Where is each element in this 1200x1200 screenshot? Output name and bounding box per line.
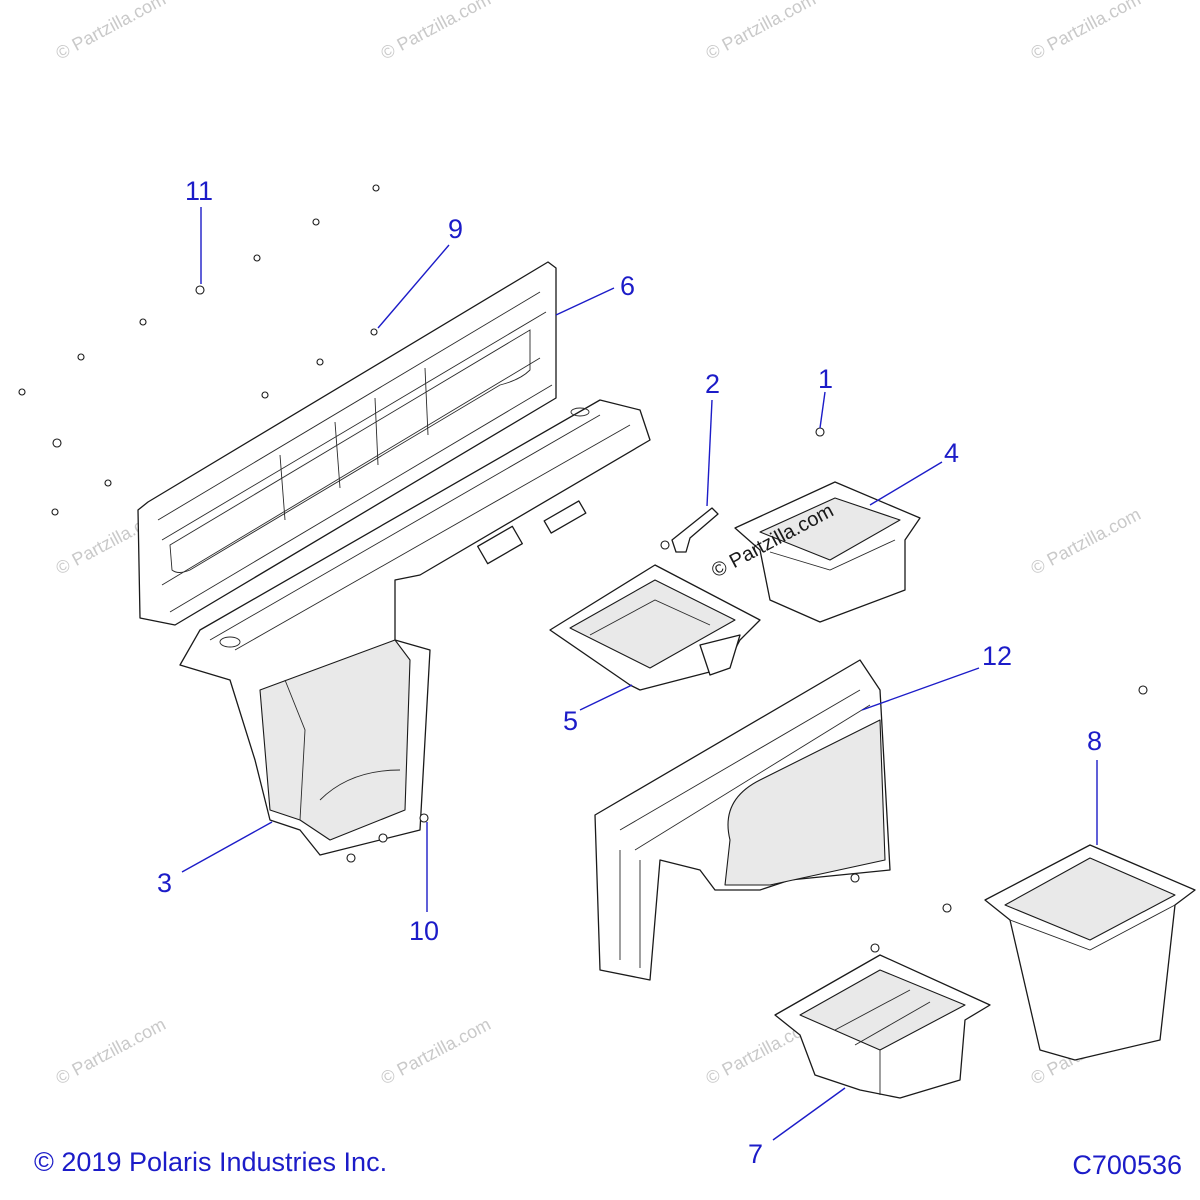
- leader-line-12: [861, 667, 980, 711]
- callout-1: 1: [818, 364, 833, 394]
- callout-11: 11: [185, 176, 213, 206]
- leader-line-9: [377, 244, 450, 329]
- fastener: [253, 254, 261, 262]
- fastener: [370, 328, 378, 336]
- callout-12: 12: [982, 641, 1012, 671]
- callout-labels: 1 2 3 4 5 6 7 8 9 10 11 12: [157, 176, 1102, 1169]
- fastener: [312, 218, 320, 226]
- leader-line-6: [555, 287, 615, 316]
- fastener: [52, 438, 62, 448]
- fastener: [139, 318, 147, 326]
- callout-9: 9: [448, 214, 463, 244]
- part-8-deep-bin: [984, 844, 1196, 1061]
- fastener: [346, 853, 356, 863]
- fastener: [850, 873, 860, 883]
- watermark: © Partzilla.com: [1027, 0, 1143, 64]
- fastener: [1138, 685, 1148, 695]
- leader-line-2: [706, 399, 713, 507]
- callout-4: 4: [944, 438, 959, 468]
- part-4-storage-bin: [734, 481, 921, 623]
- leader-line-5: [579, 684, 633, 711]
- watermark: © Partzilla.com: [702, 0, 818, 64]
- fastener: [815, 427, 825, 437]
- watermark: © Partzilla.com: [1027, 504, 1143, 579]
- fastener: [104, 479, 112, 487]
- diagram-id: C700536: [1072, 1150, 1182, 1180]
- watermark: © Partzilla.com: [377, 0, 493, 64]
- part-3-floor-tray: [179, 399, 651, 856]
- fastener: [316, 358, 324, 366]
- fastener: [660, 540, 670, 550]
- leader-line-4: [869, 461, 943, 506]
- fastener: [18, 388, 26, 396]
- copyright-text: © 2019 Polaris Industries Inc.: [34, 1147, 388, 1177]
- leader-line-3: [181, 821, 273, 873]
- callout-3: 3: [157, 868, 172, 898]
- fastener: [77, 353, 85, 361]
- fastener: [419, 813, 429, 823]
- callout-7: 7: [748, 1139, 763, 1169]
- fastener: [870, 943, 880, 953]
- part-12-side-panel: [594, 659, 891, 981]
- leader-lines: [181, 207, 1098, 1141]
- watermark: © Partzilla.com: [377, 1014, 493, 1089]
- part-7-divided-tray: [774, 954, 991, 1099]
- callout-2: 2: [705, 369, 720, 399]
- watermark: © Partzilla.com: [52, 1014, 168, 1089]
- fastener: [942, 903, 952, 913]
- callout-8: 8: [1087, 726, 1102, 756]
- fastener: [378, 833, 388, 843]
- part-5-small-tray: [549, 564, 761, 691]
- part-2-bracket: [671, 507, 719, 553]
- fastener: [261, 391, 269, 399]
- part-6-rear-panel: [137, 261, 557, 626]
- callout-5: 5: [563, 706, 578, 736]
- fastener: [51, 508, 59, 516]
- callout-6: 6: [620, 271, 635, 301]
- fastener-group: [18, 184, 1148, 953]
- fastener: [372, 184, 380, 192]
- leader-line-1: [819, 391, 826, 429]
- fastener: [195, 285, 205, 295]
- leader-line-7: [772, 1087, 846, 1141]
- watermark: © Partzilla.com: [52, 0, 168, 64]
- callout-10: 10: [409, 916, 439, 946]
